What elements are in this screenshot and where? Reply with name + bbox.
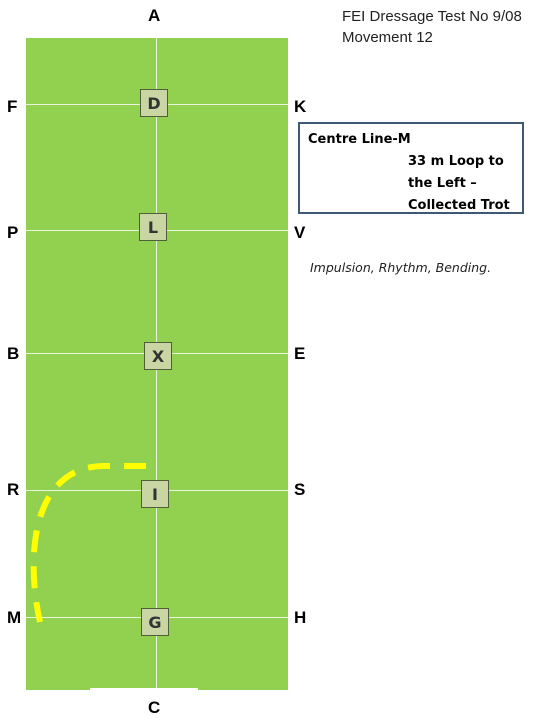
arena-entry-gap bbox=[90, 688, 198, 691]
letter-a: A bbox=[148, 6, 161, 25]
letter-f: F bbox=[7, 97, 18, 116]
movement-line-3: Collected Trot bbox=[408, 198, 510, 213]
letter-m: M bbox=[7, 608, 22, 627]
test-title: FEI Dressage Test No 9/08 Movement 12 bbox=[342, 6, 522, 48]
letter-b: B bbox=[7, 344, 20, 363]
letter-h: H bbox=[294, 608, 307, 627]
letter-v: V bbox=[294, 223, 306, 242]
judging-comment: Impulsion, Rhythm, Bending. bbox=[310, 260, 492, 275]
marker-i: I bbox=[141, 480, 169, 508]
test-name: FEI Dressage Test No 9/08 bbox=[342, 8, 522, 25]
letter-s: S bbox=[294, 480, 306, 499]
movement-heading: Centre Line-M bbox=[308, 132, 411, 147]
letter-r: R bbox=[7, 480, 20, 499]
movement-line-2: the Left – bbox=[408, 176, 477, 191]
letter-k: K bbox=[294, 97, 307, 116]
letter-p: P bbox=[7, 223, 19, 242]
letter-c: C bbox=[148, 698, 161, 717]
movement-line-1: 33 m Loop to bbox=[408, 154, 504, 169]
marker-g: G bbox=[141, 608, 169, 636]
loop-path-line bbox=[30, 463, 146, 623]
marker-x: X bbox=[144, 342, 172, 370]
letter-e: E bbox=[294, 344, 306, 363]
marker-l: L bbox=[139, 213, 167, 241]
movement-description-box: Centre Line-M 33 m Loop to the Left – Co… bbox=[298, 122, 524, 214]
movement-number: Movement 12 bbox=[342, 29, 433, 46]
marker-d: D bbox=[140, 89, 168, 117]
